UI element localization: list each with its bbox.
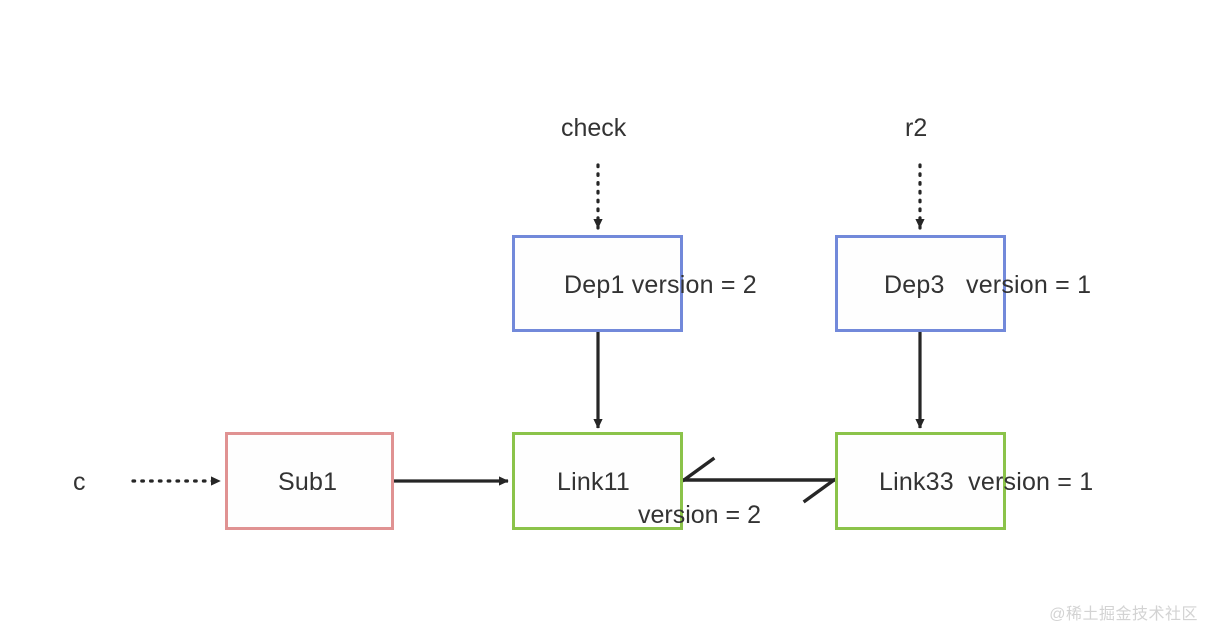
node-link11-label: Link11 [557, 468, 631, 496]
node-dep3[interactable] [835, 235, 1006, 332]
label-check: check [561, 114, 627, 142]
node-dep1-label: Dep1 version = 2 [564, 271, 757, 299]
edge-link33-to-link11 [681, 456, 837, 504]
label-link11-version: version = 2 [638, 501, 761, 529]
label-r2: r2 [905, 114, 928, 142]
node-link33-label: Link33 version = 1 [879, 468, 1094, 496]
node-link33[interactable] [835, 432, 1006, 530]
watermark: @稀土掘金技术社区 [1049, 606, 1198, 623]
label-c: c [73, 468, 86, 496]
node-dep1[interactable] [512, 235, 683, 332]
node-sub1-label: Sub1 [278, 468, 338, 496]
node-link11[interactable] [512, 432, 683, 530]
node-dep3-label: Dep3 version = 1 [884, 271, 1092, 299]
node-sub1[interactable] [225, 432, 394, 530]
